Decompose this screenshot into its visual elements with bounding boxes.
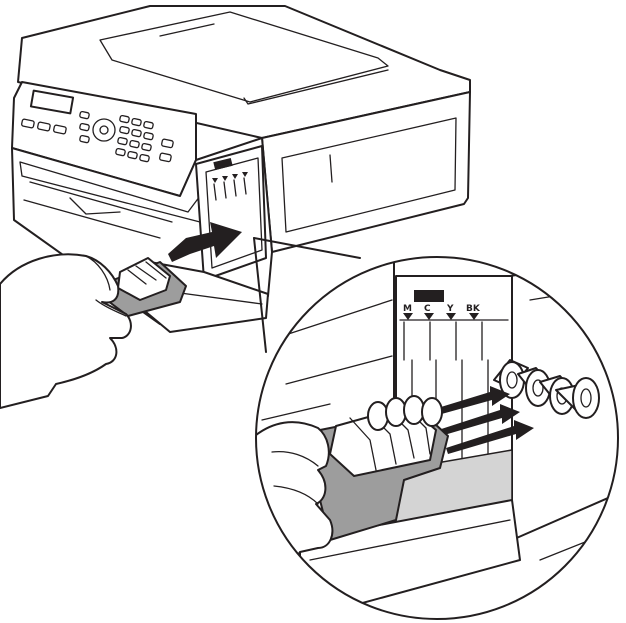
lcd-display [29,89,75,115]
cartridge-yellow [517,367,553,407]
ink-cartridges-set [493,359,600,419]
cartridge-magenta [555,377,600,419]
zoom-cartridge-assembly [317,395,449,541]
slot-pointer-magenta [403,313,413,320]
insert-direction-arrow [168,222,242,262]
printer-illustration [11,5,471,333]
callout-line-top [253,237,361,259]
hand-left [0,253,132,409]
callout-line-bottom [253,237,267,353]
slot-label-cyan: C [424,304,431,314]
small-cartridge [103,257,187,317]
cartridge-black [493,359,529,399]
slot-label-yellow: Y [446,304,454,314]
small-slot-markers [212,172,248,201]
slot-pointer-cyan [424,313,434,320]
document-tray [99,11,389,103]
zoom-circle-border [255,256,619,620]
slot-pointer-yellow [446,313,456,320]
control-panel-buttons [21,110,174,163]
slot-label-magenta: M [403,304,412,314]
slot-label-black: BK [466,304,481,314]
zoom-detail: M C Y BK [255,256,619,620]
slot-pointer-black [469,313,479,320]
